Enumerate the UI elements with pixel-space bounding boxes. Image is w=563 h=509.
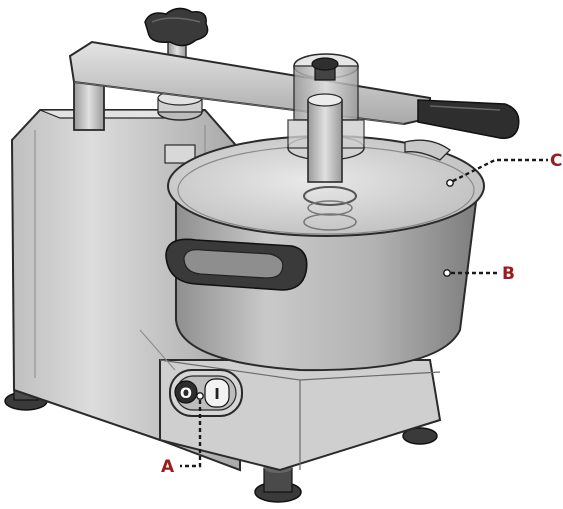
callout-c: C bbox=[446, 151, 562, 187]
feed-shaft bbox=[287, 53, 365, 231]
lid bbox=[167, 135, 485, 237]
on-button bbox=[204, 378, 230, 408]
callout-c-label: C bbox=[550, 151, 562, 171]
clamp-knob bbox=[144, 7, 209, 63]
power-switch: O I bbox=[169, 369, 243, 417]
callout-a-label: A bbox=[161, 457, 175, 477]
off-symbol: O bbox=[180, 386, 192, 402]
callout-b: B bbox=[443, 264, 515, 284]
on-symbol: I bbox=[214, 385, 220, 403]
callout-b-label: B bbox=[502, 264, 515, 284]
off-button bbox=[174, 380, 198, 404]
callout-a: A bbox=[161, 392, 204, 477]
